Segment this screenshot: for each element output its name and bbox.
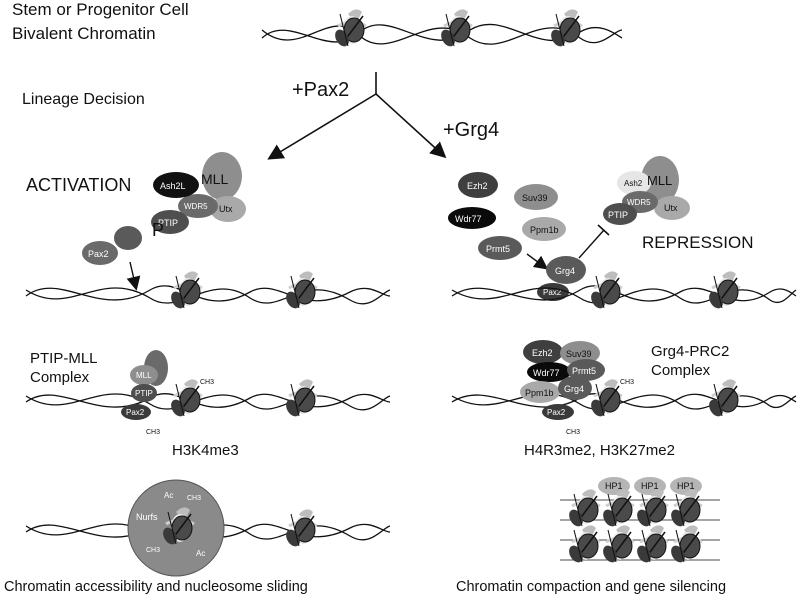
inhibited-mll-complex: Ash2 MLL WDR5 Utx PTIP bbox=[603, 156, 690, 225]
mll-tag-r: MLL bbox=[647, 173, 672, 188]
inhibit-bar bbox=[597, 224, 610, 236]
nurfs-tag: Nurfs bbox=[136, 512, 158, 522]
ac-mark-lower: Ac bbox=[196, 549, 205, 558]
ptip-protein bbox=[151, 210, 189, 234]
compacted-chromatin: HP1 HP1 HP1 bbox=[560, 477, 720, 567]
mll-protein-r bbox=[641, 156, 679, 204]
pax2-repressor-tag: Pax2 bbox=[543, 288, 562, 297]
inhibit-line bbox=[578, 229, 605, 259]
ezh2-protein bbox=[458, 172, 498, 198]
ptip-protein-r bbox=[603, 203, 637, 225]
pax2-tag: Pax2 bbox=[88, 249, 109, 259]
grg4-prc2-complex-label: Complex bbox=[651, 362, 711, 379]
mll-bound-tag: MLL bbox=[136, 371, 152, 380]
prmt5-protein bbox=[478, 236, 522, 260]
ash2-protein bbox=[617, 171, 651, 195]
repression-label: REPRESSION bbox=[642, 233, 753, 252]
ch3-mark-lower: CH3 bbox=[146, 429, 160, 436]
stem-cell-chromatin bbox=[261, 9, 623, 51]
binding-arrow bbox=[126, 261, 141, 291]
bivalent-chromatin-title: Bivalent Chromatin bbox=[12, 24, 156, 43]
repression-chromatin bbox=[451, 271, 797, 313]
caption-repression: Chromatin compaction and gene silencing bbox=[456, 579, 726, 595]
ch3-mark-prc2-upper: CH3 bbox=[620, 379, 634, 386]
suv39-bound bbox=[560, 341, 600, 365]
ptip-bound bbox=[131, 384, 157, 402]
repression-factors: Ezh2 Suv39 Wdr77 Ppm1b Prmt5 Grg4 Pax2 bbox=[448, 172, 610, 301]
grg4-tag: Grg4 bbox=[555, 266, 575, 276]
ppm1b-tag: Ppm1b bbox=[530, 225, 559, 235]
ptip-mll-label: PTIP-MLL bbox=[30, 350, 98, 367]
activation-complex: Ash2L MLL WDR5 Utx PTIP Pax2 P bbox=[82, 152, 246, 291]
ppm1b-bound bbox=[520, 381, 560, 403]
ppm1b-protein bbox=[522, 217, 566, 241]
ac-mark-upper: Ac bbox=[164, 491, 173, 500]
suv39-tag: Suv39 bbox=[522, 193, 548, 203]
wdr77-protein bbox=[448, 207, 496, 229]
hp1-tag-2: HP1 bbox=[641, 481, 659, 491]
ezh2-tag: Ezh2 bbox=[467, 181, 488, 191]
lineage-branch-arrows bbox=[267, 72, 447, 160]
wdr77-tag: Wdr77 bbox=[455, 214, 482, 224]
ptip-tag-r: PTIP bbox=[608, 210, 628, 220]
pax2-bound bbox=[121, 404, 151, 420]
wdr77-bound bbox=[527, 362, 571, 382]
pax2-prc2 bbox=[542, 404, 574, 420]
activation-chromatin bbox=[25, 271, 391, 313]
wdr5-protein bbox=[178, 194, 218, 218]
grg4-protein bbox=[546, 256, 586, 284]
grg4-bound-tag: Grg4 bbox=[564, 384, 584, 394]
grg4-bound bbox=[558, 376, 592, 400]
ezh2-bound-tag: Ezh2 bbox=[532, 348, 553, 358]
mll-protein bbox=[202, 152, 242, 200]
pax2-signal-label: +Pax2 bbox=[292, 79, 349, 101]
ptip-mll-chromatin: MLL PTIP Pax2 CH3 CH3 bbox=[25, 350, 391, 436]
utx-tag: Utx bbox=[219, 204, 233, 214]
prc2-chromatin: Ezh2 Suv39 Wdr77 Prmt5 Ppm1b Grg4 Pax2 C… bbox=[451, 340, 797, 436]
ppm1b-bound-tag: Ppm1b bbox=[525, 388, 554, 398]
prmt5-bound bbox=[567, 359, 605, 381]
ash2l-protein bbox=[153, 172, 199, 198]
ptip-bound-tag: PTIP bbox=[135, 389, 153, 398]
ch3-mark-prc2-lower: CH3 bbox=[566, 429, 580, 436]
wdr5-tag: WDR5 bbox=[184, 202, 208, 211]
ptip-mll-complex-label: Complex bbox=[30, 369, 90, 386]
lineage-decision-label: Lineage Decision bbox=[22, 91, 145, 108]
wdr5-tag-r: WDR5 bbox=[627, 198, 651, 207]
ash2l-tag: Ash2L bbox=[160, 181, 186, 191]
utx-protein-r bbox=[654, 196, 690, 220]
ch3-mark-upper: CH3 bbox=[200, 379, 214, 386]
mll-tag: MLL bbox=[201, 171, 228, 187]
ptip-tag: PTIP bbox=[158, 218, 178, 228]
prmt5-tag: Prmt5 bbox=[486, 244, 510, 254]
caption-activation: Chromatin accessibility and nucleosome s… bbox=[4, 579, 308, 595]
hp1-tag-3: HP1 bbox=[677, 481, 695, 491]
ash2-tag: Ash2 bbox=[624, 179, 643, 188]
sliding-chromatin: Nurfs Ac CH3 CH3 Ac bbox=[25, 479, 391, 577]
suv39-bound-tag: Suv39 bbox=[566, 349, 592, 359]
phospho-mark: P bbox=[152, 220, 164, 240]
recruit-arrow bbox=[526, 253, 549, 270]
prmt5-bound-tag: Prmt5 bbox=[572, 366, 596, 376]
pax2-bound-tag: Pax2 bbox=[126, 408, 145, 417]
h3k4me3-label: H3K4me3 bbox=[172, 442, 239, 459]
utx-tag-r: Utx bbox=[664, 203, 678, 213]
grg4-prc2-label: Grg4-PRC2 bbox=[651, 343, 729, 360]
ch3-mark-remodel-lower: CH3 bbox=[146, 547, 160, 554]
utx-protein bbox=[210, 196, 246, 222]
pax2-prc2-tag: Pax2 bbox=[547, 408, 566, 417]
pax2-protein bbox=[82, 241, 118, 265]
ch3-mark-remodel-upper: CH3 bbox=[187, 495, 201, 502]
ezh2-bound bbox=[523, 340, 563, 364]
grg4-signal-label: +Grg4 bbox=[443, 119, 499, 141]
stem-cell-title: Stem or Progenitor Cell bbox=[12, 0, 189, 19]
hp1-tag-1: HP1 bbox=[605, 481, 623, 491]
suv39-protein bbox=[514, 184, 558, 210]
h4r3me2-h3k27me2-label: H4R3me2, H3K27me2 bbox=[524, 442, 675, 459]
pax2-domain-upper bbox=[114, 226, 142, 250]
activation-label: ACTIVATION bbox=[26, 175, 131, 195]
wdr77-bound-tag: Wdr77 bbox=[533, 368, 560, 378]
